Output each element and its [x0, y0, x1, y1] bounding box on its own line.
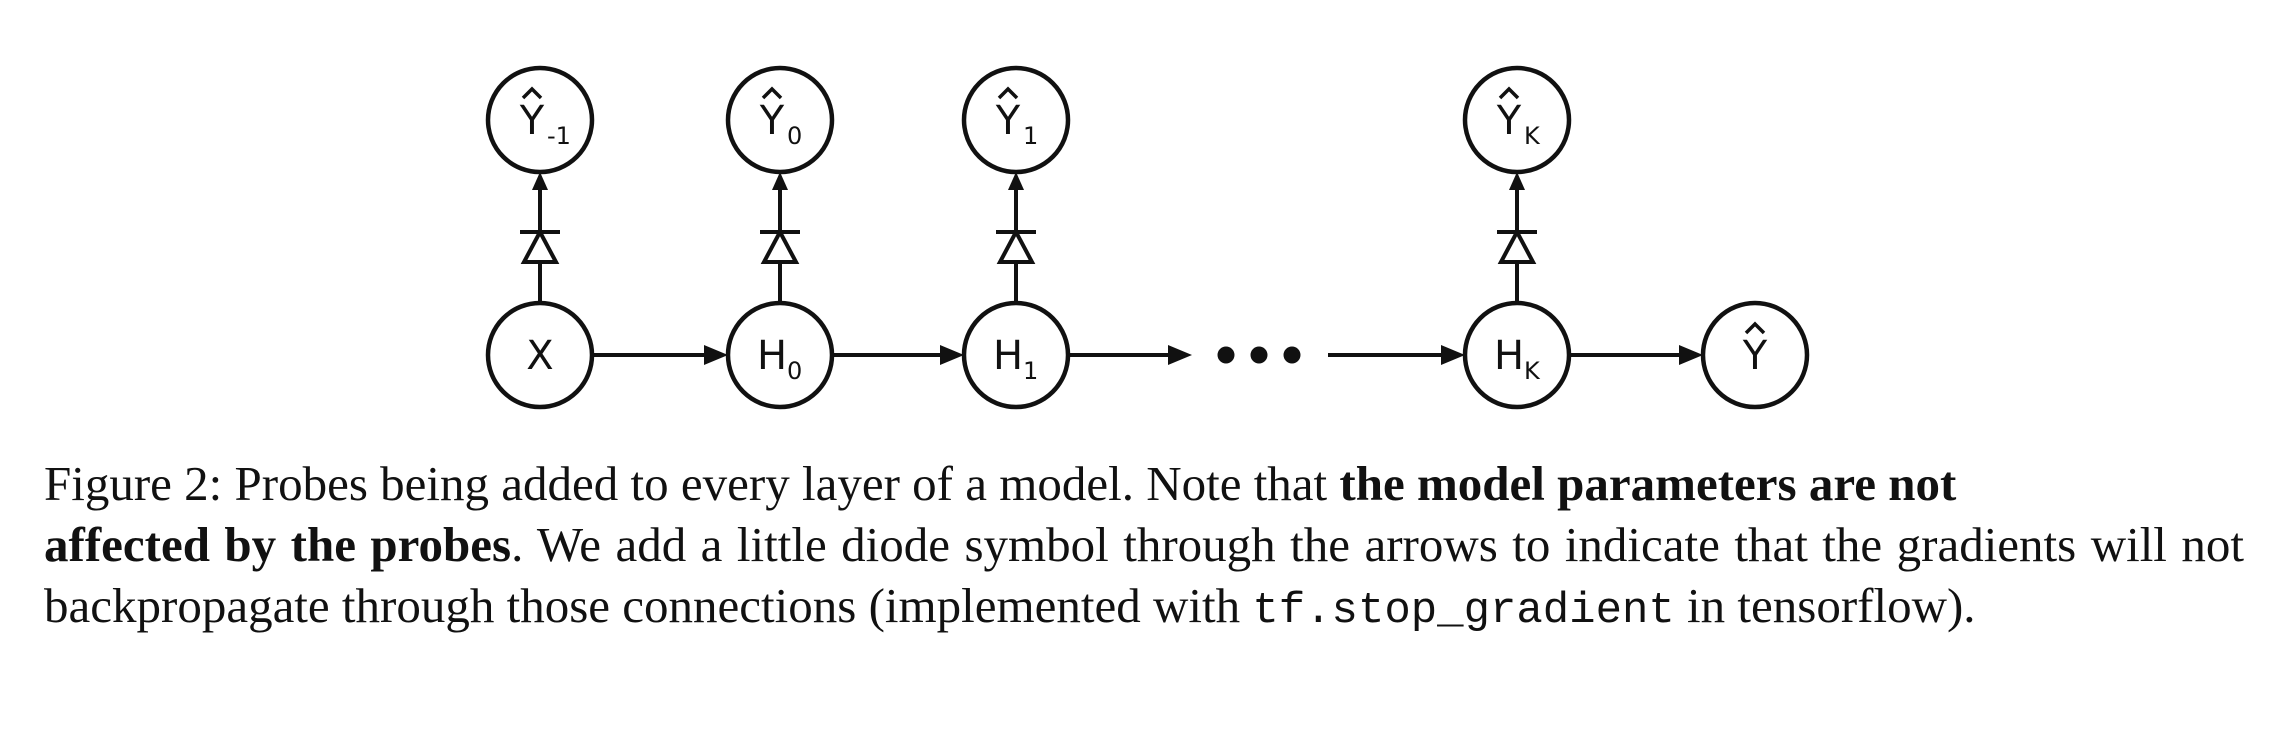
edge-h1-ellipsis — [1068, 345, 1192, 365]
node-yhat: Y — [1700, 300, 1810, 410]
arrowhead — [1679, 345, 1703, 365]
arrowhead — [1008, 172, 1024, 190]
node-subscript: K — [1524, 122, 1541, 150]
node-circle — [961, 65, 1071, 175]
edge-h0-h1 — [832, 345, 964, 365]
caption-bold-1: the model parameters are not — [1339, 456, 1957, 511]
node-circle — [1462, 300, 1572, 410]
node-circle — [725, 65, 835, 175]
edges-layer — [520, 172, 1703, 365]
hat-accent — [1498, 86, 1520, 100]
arrowhead — [940, 345, 964, 365]
arrowhead — [1441, 345, 1465, 365]
node-circle — [1462, 65, 1572, 175]
node-subscript: 1 — [1023, 122, 1038, 150]
node-label: H — [1494, 333, 1524, 379]
caption-code: tf.stop_gradient — [1252, 586, 1675, 636]
node-circle — [961, 300, 1071, 410]
diode-icon — [760, 227, 800, 264]
node-circle — [485, 65, 595, 175]
node-circle — [1700, 300, 1810, 410]
node-subscript: 1 — [1023, 357, 1038, 385]
node-p-1: Y-1 — [485, 65, 595, 175]
arrowhead — [772, 172, 788, 190]
node-subscript: -1 — [547, 122, 571, 150]
ellipsis-dots — [1217, 346, 1301, 364]
node-circle — [485, 300, 595, 410]
node-circle — [725, 300, 835, 410]
node-label: H — [757, 333, 787, 379]
diode-icon — [1497, 227, 1537, 264]
diode-icon — [520, 227, 560, 264]
node-label: Y — [1496, 98, 1522, 144]
edge-x-h0 — [592, 345, 728, 365]
hat-accent — [761, 86, 783, 100]
hat-accent — [1744, 321, 1766, 335]
node-label: Y — [759, 98, 785, 144]
node-subscript: 0 — [787, 357, 802, 385]
hat-accent — [521, 86, 543, 100]
caption-bold-2: affected by the probes — [44, 517, 512, 572]
arrowhead — [1168, 345, 1192, 365]
probe-edge-p-1 — [520, 172, 560, 303]
node-subscript: K — [1524, 357, 1541, 385]
arrowhead — [532, 172, 548, 190]
arrowhead — [1509, 172, 1525, 190]
hat-accent — [997, 86, 1019, 100]
probe-edge-p0 — [760, 172, 800, 303]
node-label: H — [993, 333, 1023, 379]
node-x: X — [485, 300, 595, 410]
node-subscript: 0 — [787, 122, 802, 150]
edge-ellipsis-hk — [1328, 345, 1465, 365]
edge-hk-yhat — [1569, 345, 1703, 365]
probe-edge-pk — [1497, 172, 1537, 303]
ellipsis-dot — [1250, 346, 1268, 364]
figure-caption: Figure 2: Probes being added to every la… — [44, 453, 2244, 642]
caption-suffix: in tensorflow). — [1674, 578, 1976, 633]
probe-edge-p1 — [996, 172, 1036, 303]
diode-icon — [996, 227, 1036, 264]
node-label: Y — [519, 98, 545, 144]
node-label: Y — [995, 98, 1021, 144]
caption-prefix: Figure 2: Probes being added to every la… — [44, 456, 1340, 511]
arrowhead — [704, 345, 728, 365]
node-label: Y — [1742, 333, 1768, 379]
node-label: X — [526, 333, 553, 379]
ellipsis-dot — [1283, 346, 1301, 364]
caption-middle: . We add a little diode symbol through t… — [44, 517, 2244, 633]
ellipsis-dot — [1217, 346, 1235, 364]
